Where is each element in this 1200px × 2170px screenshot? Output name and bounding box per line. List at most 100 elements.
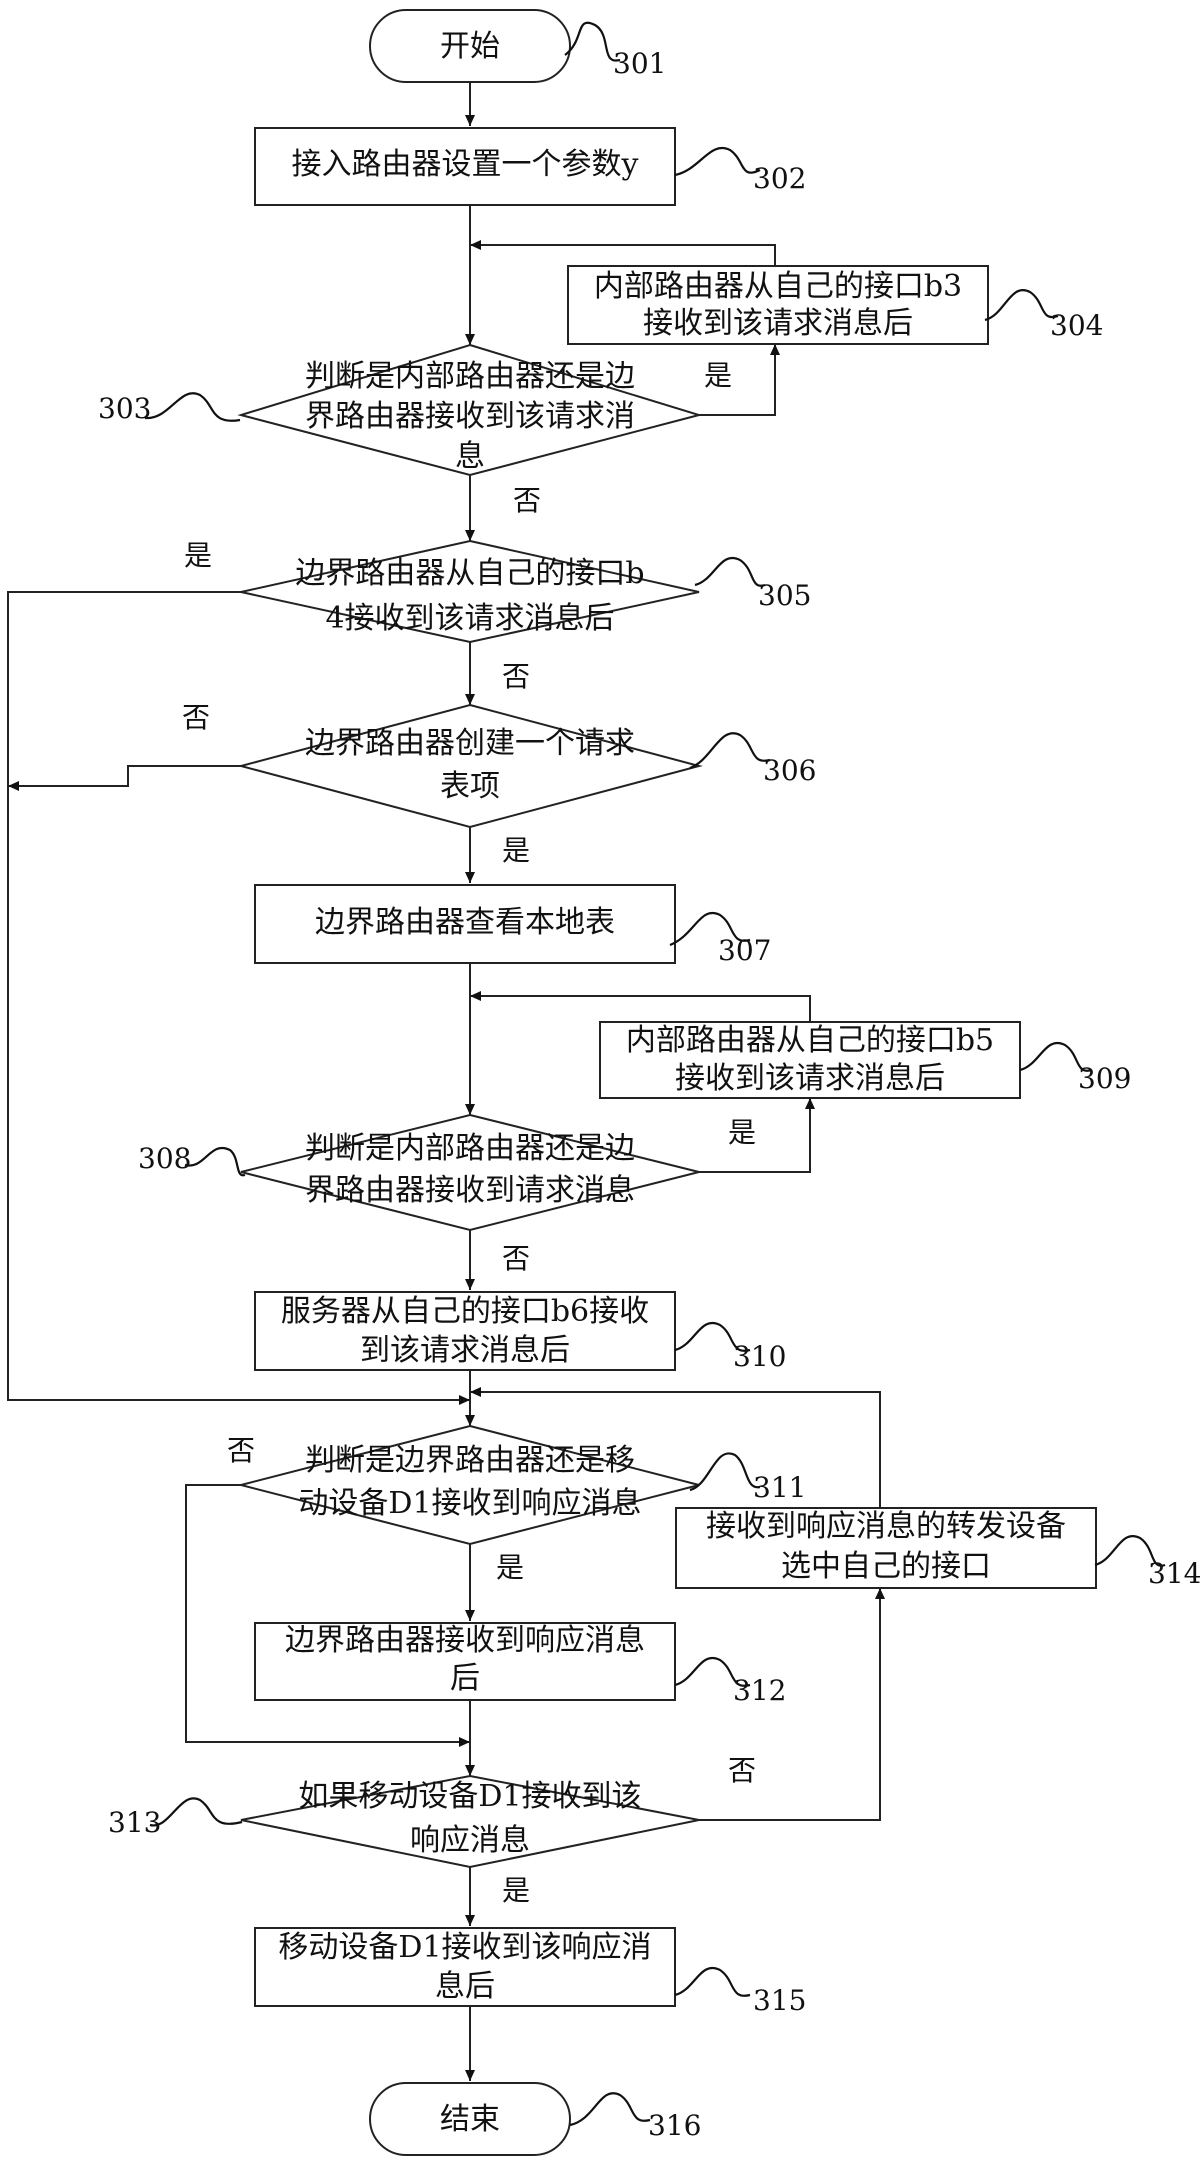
process-315-line1: 移动设备D1接收到该响应消 [278,1930,651,1965]
decision-306: 边界路由器创建一个请求 表项 [237,703,703,829]
leader-309 [1019,1041,1093,1072]
branch-303-no: 否 [513,484,541,517]
leader-308 [184,1146,246,1177]
decision-303-line2: 界路由器接收到该请求消 [305,399,635,434]
branch-303-yes: 是 [704,359,732,392]
leader-306 [689,732,771,770]
leader-316 [569,2092,651,2127]
ref-305: 305 [758,579,811,612]
process-312: 边界路由器接收到响应消息 后 [254,1622,676,1701]
branch-305-no: 否 [502,660,530,693]
decision-311: 判断是边界路由器还是移 动设备D1接收到响应消息 [240,1424,700,1546]
leader-304 [984,289,1059,322]
process-304: 内部路由器从自己的接口b3 接收到该请求消息后 [567,265,989,345]
branch-labels: 是 否 是 否 否 是 是 否 否 是 否 是 [182,359,756,1907]
ref-314: 314 [1148,1557,1200,1590]
ref-308: 308 [138,1142,191,1175]
connector-lines [7,82,885,2081]
arrow-308-309 [699,1098,815,1173]
process-307: 边界路由器查看本地表 [254,884,676,964]
ref-311: 311 [753,1471,806,1504]
process-302: 接入路由器设置一个参数y [254,127,676,206]
ref-304: 304 [1050,309,1103,342]
branch-311-yes: 是 [496,1551,524,1584]
ref-315: 315 [753,1984,806,2017]
branch-306-no: 否 [182,701,210,734]
leader-303 [144,392,241,422]
ref-307: 307 [718,934,771,967]
arrow-303-304 [699,344,780,416]
leader-312 [674,1656,751,1687]
decision-308-line1: 判断是内部路由器还是边 [305,1131,635,1166]
ref-306: 306 [763,754,816,787]
ref-313: 313 [108,1806,161,1839]
branch-313-yes: 是 [502,1874,530,1907]
decision-313-line1: 如果移动设备D1接收到该 [298,1779,641,1814]
arrow-304-return [470,240,776,266]
branch-306-yes: 是 [502,834,530,867]
branch-308-yes: 是 [728,1116,756,1149]
process-314: 接收到响应消息的转发设备 选中自己的接口 [675,1507,1097,1589]
reference-numerals: 301 302 304 303 305 306 307 309 308 310 … [98,47,1200,2142]
decision-308-line2: 界路由器接收到请求消息 [305,1173,635,1208]
decision-303-line1: 判断是内部路由器还是边 [305,359,635,394]
decision-306-line1: 边界路由器创建一个请求 [305,726,635,761]
process-309: 内部路由器从自己的接口b5 接收到该请求消息后 [599,1021,1021,1099]
start-label: 开始 [440,29,500,64]
arrow-305-yes-bus [7,591,470,1405]
leader-305 [694,556,766,587]
leader-313 [149,1797,243,1827]
ref-301: 301 [613,47,666,80]
decision-313: 如果移动设备D1接收到该 响应消息 [240,1774,700,1869]
process-315: 移动设备D1接收到该响应消 息后 [254,1927,676,2007]
leader-314 [1094,1535,1166,1567]
process-304-line1: 内部路由器从自己的接口b3 [594,269,962,304]
process-312-line1: 边界路由器接收到响应消息 [285,1623,645,1658]
decision-306-line2: 表项 [440,769,500,804]
decision-311-line1: 判断是边界路由器还是移 [305,1443,635,1478]
ref-310: 310 [733,1340,786,1373]
leader-315 [674,1966,751,1997]
process-314-line2: 选中自己的接口 [781,1549,991,1584]
leader-311 [689,1452,761,1492]
process-309-line1: 内部路由器从自己的接口b5 [626,1023,994,1058]
decision-305: 边界路由器从自己的接口b 4接收到该请求消息后 [240,539,700,644]
arrow-311-no [185,1484,470,1747]
process-307-label: 边界路由器查看本地表 [315,905,615,940]
end-label: 结束 [440,2102,500,2137]
process-302-label: 接入路由器设置一个参数y [292,147,639,182]
branch-308-no: 否 [502,1242,530,1275]
arrow-309-return [470,991,811,1022]
process-310-line1: 服务器从自己的接口b6接收 [281,1294,649,1329]
decision-305-line1: 边界路由器从自己的接口b [295,556,644,591]
process-310: 服务器从自己的接口b6接收 到该请求消息后 [254,1291,676,1371]
reference-leaders [144,21,1166,2127]
leader-302 [674,146,761,177]
ref-302: 302 [753,162,806,195]
process-315-line2: 息后 [435,1969,495,2004]
arrow-314-return [470,1387,881,1508]
leader-310 [674,1321,751,1352]
start-terminal: 开始 [369,9,571,83]
process-304-line2: 接收到该请求消息后 [643,306,913,341]
ref-309: 309 [1078,1062,1131,1095]
branch-305-yes: 是 [184,539,212,572]
decision-311-line2: 动设备D1接收到响应消息 [298,1486,641,1521]
branch-311-no: 否 [227,1434,255,1467]
branch-313-no: 否 [728,1754,756,1787]
leader-301 [564,21,621,62]
ref-303: 303 [98,392,151,425]
end-terminal: 结束 [369,2082,571,2156]
arrow-306-no-bus [8,765,241,791]
process-309-line2: 接收到该请求消息后 [675,1061,945,1096]
arrow-313-314 [699,1588,885,1821]
decision-308: 判断是内部路由器还是边 界路由器接收到请求消息 [240,1113,700,1232]
decision-303-line3: 息 [455,439,485,474]
decision-305-line2: 4接收到该请求消息后 [325,601,614,636]
process-312-line2: 后 [450,1661,480,1696]
process-310-line2: 到该请求消息后 [360,1333,570,1368]
ref-316: 316 [648,2109,701,2142]
decision-313-line2: 响应消息 [410,1823,530,1858]
process-314-line1: 接收到响应消息的转发设备 [706,1509,1066,1544]
